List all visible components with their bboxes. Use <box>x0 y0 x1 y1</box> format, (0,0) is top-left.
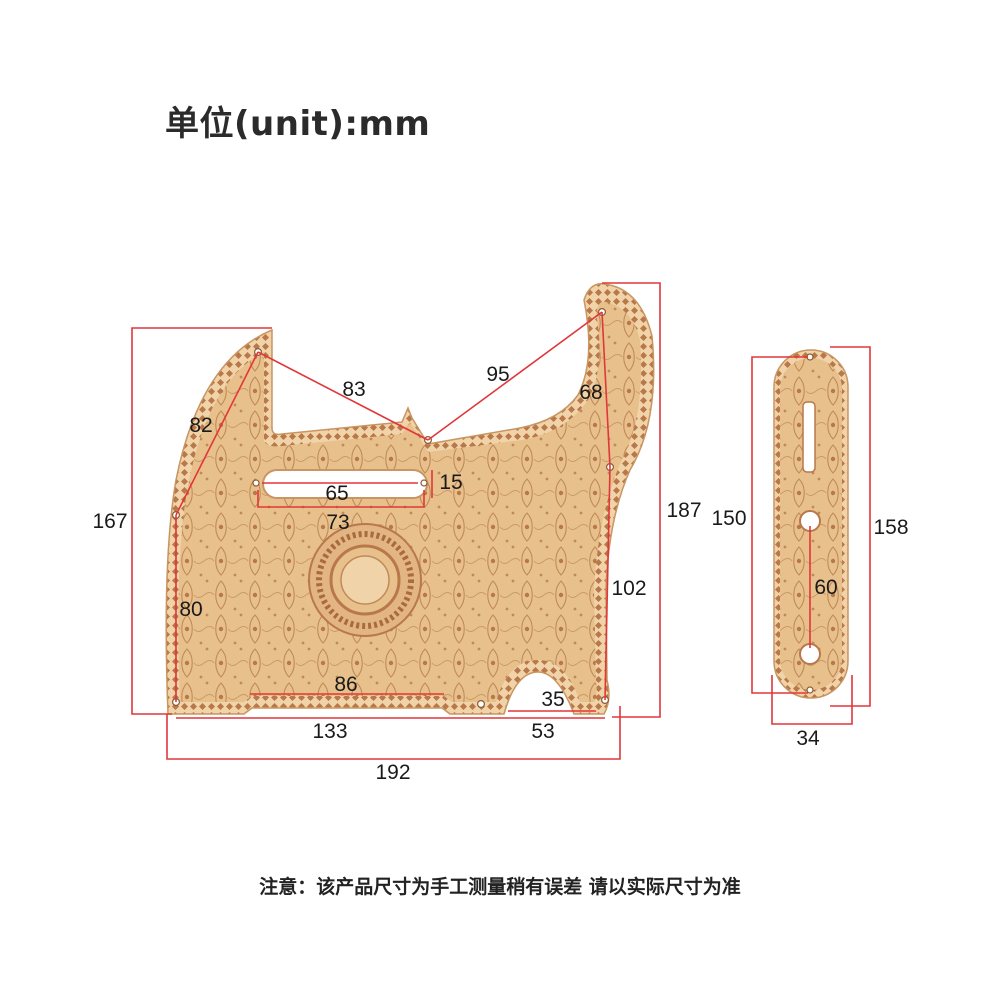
pickguard-body <box>178 301 642 702</box>
plate-screw-holes <box>806 353 814 694</box>
dim-line-192 <box>166 706 621 760</box>
dim-label-53: 53 <box>531 720 554 743</box>
dim-line-158 <box>830 346 871 707</box>
dim-line-95 <box>427 311 603 441</box>
dim-label-86: 86 <box>334 673 357 696</box>
dim-label-83: 83 <box>342 378 365 401</box>
unit-title: 单位(unit):mm <box>165 104 431 144</box>
dim-label-167: 167 <box>92 510 127 533</box>
dimension-labels: 83 95 82 68 65 15 73 167 187 102 80 86 3… <box>92 363 908 784</box>
dim-label-65: 65 <box>325 482 348 505</box>
switch-slot <box>802 401 816 473</box>
dim-label-82: 82 <box>189 414 212 437</box>
rosette-inner <box>340 555 390 605</box>
dim-line-68 <box>601 311 611 468</box>
dim-label-95: 95 <box>486 363 509 386</box>
dim-label-60: 60 <box>814 576 837 599</box>
dim-label-187: 187 <box>666 499 701 522</box>
dim-label-73: 73 <box>326 511 349 534</box>
dim-label-15: 15 <box>439 471 462 494</box>
dim-line-102 <box>604 466 611 701</box>
dim-line-73 <box>257 490 425 508</box>
dim-line-187 <box>602 282 661 718</box>
dimension-lines <box>131 282 871 760</box>
dim-line-82 <box>175 351 259 516</box>
dim-line-34 <box>771 675 853 725</box>
measurement-note: 注意：该产品尺寸为手工测量稍有误差 请以实际尺寸为准 <box>259 876 741 898</box>
dim-label-68: 68 <box>579 381 602 404</box>
dim-label-102: 102 <box>611 577 646 600</box>
dim-line-150 <box>751 356 808 694</box>
control-plate <box>773 349 849 699</box>
dim-label-158: 158 <box>873 516 908 539</box>
dim-line-167 <box>131 327 272 715</box>
dim-label-80: 80 <box>179 598 202 621</box>
dim-label-192: 192 <box>375 761 410 784</box>
rosette-ring <box>316 531 414 629</box>
dim-label-35: 35 <box>541 688 564 711</box>
dim-label-34: 34 <box>796 727 820 750</box>
dim-line-83 <box>257 351 429 441</box>
dim-label-150: 150 <box>711 507 746 530</box>
pickguard <box>165 283 655 715</box>
dim-label-133: 133 <box>312 720 347 743</box>
